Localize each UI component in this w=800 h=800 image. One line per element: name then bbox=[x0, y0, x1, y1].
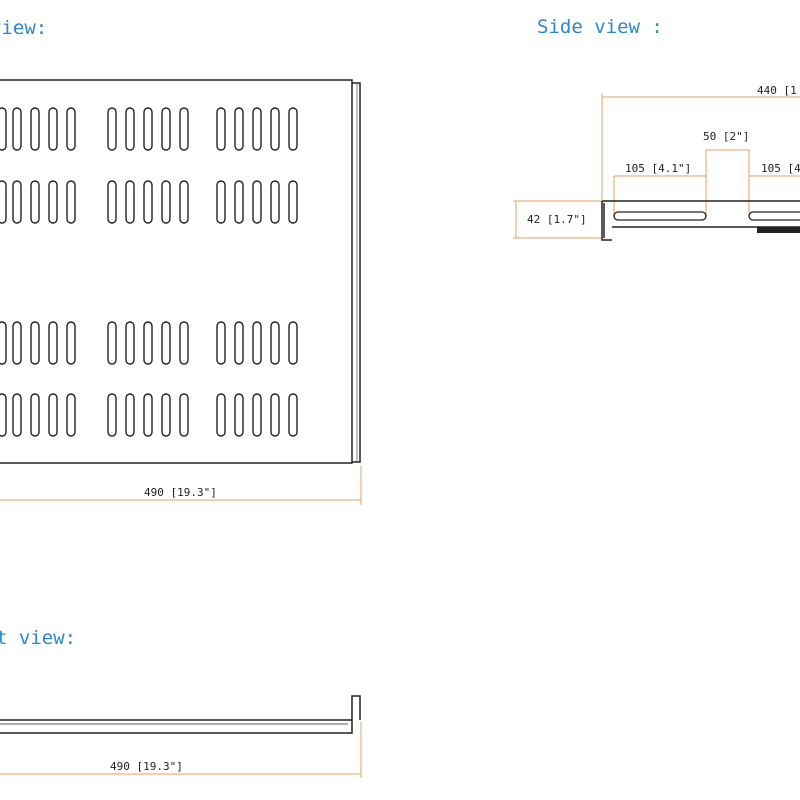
ventilation-slot bbox=[179, 180, 189, 224]
ventilation-slot bbox=[216, 393, 226, 437]
side-view-left-slot bbox=[613, 211, 707, 221]
ventilation-slot bbox=[143, 321, 153, 365]
side-view-left-slot-dimension: 105 [4.1"] bbox=[613, 162, 706, 215]
front-view-title: t view: bbox=[0, 627, 76, 649]
ventilation-slot bbox=[179, 393, 189, 437]
front-view: t view: 490 [19.3"] bbox=[0, 627, 362, 778]
ventilation-slot bbox=[161, 321, 171, 365]
ventilation-slot bbox=[143, 393, 153, 437]
ventilation-slot bbox=[12, 107, 22, 151]
ventilation-slot bbox=[107, 180, 117, 224]
ventilation-slot bbox=[30, 180, 40, 224]
ventilation-slot bbox=[234, 107, 244, 151]
ventilation-slot bbox=[252, 321, 262, 365]
side-view-gap-dimension: 50 [2"] bbox=[703, 130, 750, 215]
ventilation-slot bbox=[0, 180, 7, 224]
ventilation-slot bbox=[48, 393, 58, 437]
side-view-overall-dimension: 440 [1 bbox=[601, 84, 800, 200]
ventilation-slot bbox=[30, 107, 40, 151]
ventilation-slot bbox=[66, 393, 76, 437]
side-view-left-slot-label: 105 [4.1"] bbox=[625, 162, 691, 175]
ventilation-slot bbox=[125, 321, 135, 365]
ventilation-slot bbox=[30, 393, 40, 437]
ventilation-slots bbox=[0, 107, 298, 437]
ventilation-slot bbox=[125, 180, 135, 224]
ventilation-slot bbox=[288, 107, 298, 151]
ventilation-slot bbox=[179, 107, 189, 151]
ventilation-slot bbox=[12, 393, 22, 437]
ventilation-slot bbox=[143, 180, 153, 224]
front-view-width-dimension: 490 [19.3"] bbox=[0, 722, 362, 778]
top-view: view: 490 [19.3"] bbox=[0, 17, 362, 505]
ventilation-slot bbox=[216, 180, 226, 224]
ventilation-slot bbox=[107, 107, 117, 151]
ventilation-slot bbox=[48, 321, 58, 365]
ventilation-slot bbox=[161, 393, 171, 437]
top-view-title: view: bbox=[0, 17, 47, 39]
ventilation-slot bbox=[288, 180, 298, 224]
ventilation-slot bbox=[107, 321, 117, 365]
side-view-foot bbox=[757, 227, 800, 233]
side-view-overall-label: 440 [1 bbox=[757, 84, 797, 97]
ventilation-slot bbox=[234, 180, 244, 224]
ventilation-slot bbox=[0, 107, 7, 151]
ventilation-slot bbox=[0, 393, 7, 437]
top-view-width-dimension: 490 [19.3"] bbox=[0, 466, 362, 505]
side-view-right-slot-dimension: 105 [4 bbox=[749, 162, 800, 177]
ventilation-slot bbox=[252, 180, 262, 224]
ventilation-slot bbox=[48, 107, 58, 151]
ventilation-slot bbox=[66, 180, 76, 224]
ventilation-slot bbox=[48, 180, 58, 224]
ventilation-slot bbox=[0, 321, 7, 365]
ventilation-slot bbox=[234, 321, 244, 365]
front-view-shelf-profile bbox=[0, 695, 361, 734]
top-view-shelf-outline bbox=[0, 79, 361, 464]
ventilation-slot bbox=[270, 180, 280, 224]
ventilation-slot bbox=[30, 321, 40, 365]
side-view-right-slot-label: 105 [4 bbox=[761, 162, 800, 175]
ventilation-slot bbox=[179, 321, 189, 365]
side-view-gap-label: 50 [2"] bbox=[703, 130, 749, 143]
ventilation-slot bbox=[161, 107, 171, 151]
ventilation-slot bbox=[12, 180, 22, 224]
ventilation-slot bbox=[143, 107, 153, 151]
ventilation-slot bbox=[234, 393, 244, 437]
top-view-width-label: 490 [19.3"] bbox=[144, 486, 217, 499]
ventilation-slot bbox=[12, 321, 22, 365]
ventilation-slot bbox=[125, 393, 135, 437]
ventilation-slot bbox=[216, 321, 226, 365]
side-view-shelf-profile bbox=[601, 200, 800, 241]
ventilation-slot bbox=[288, 321, 298, 365]
ventilation-slot bbox=[125, 107, 135, 151]
side-view-height-label: 42 [1.7"] bbox=[527, 213, 587, 226]
ventilation-slot bbox=[66, 107, 76, 151]
side-view: Side view : 440 [1 50 [2"] 105 [4.1"] 10… bbox=[513, 16, 800, 241]
ventilation-slot bbox=[270, 321, 280, 365]
ventilation-slot bbox=[161, 180, 171, 224]
ventilation-slot bbox=[270, 393, 280, 437]
ventilation-slot bbox=[252, 393, 262, 437]
ventilation-slot bbox=[107, 393, 117, 437]
ventilation-slot bbox=[216, 107, 226, 151]
front-view-width-label: 490 [19.3"] bbox=[110, 760, 183, 773]
side-view-height-dimension: 42 [1.7"] bbox=[513, 200, 602, 239]
side-view-title: Side view : bbox=[537, 16, 663, 38]
ventilation-slot bbox=[270, 107, 280, 151]
ventilation-slot bbox=[252, 107, 262, 151]
ventilation-slot bbox=[66, 321, 76, 365]
ventilation-slot bbox=[288, 393, 298, 437]
side-view-right-slot bbox=[748, 211, 800, 221]
